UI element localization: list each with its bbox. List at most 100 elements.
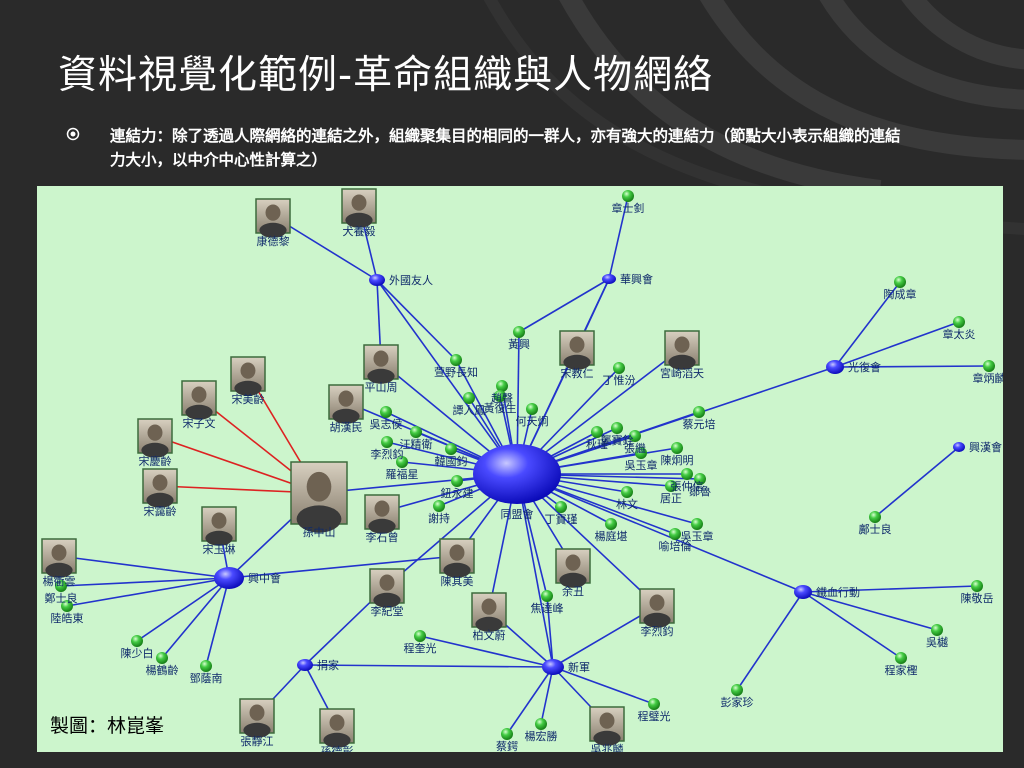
portrait-sun [290, 461, 348, 533]
person-label-tanrenfeng: 譚人鳳 [453, 403, 486, 417]
person-label-songziwen: 宋子文 [183, 416, 216, 430]
person-label-wuyue: 吳樾 [926, 635, 948, 649]
person-label-baiwenwei: 柏文蔚 [473, 628, 506, 642]
person-node-jiaodafeng [541, 590, 553, 602]
org-label-xinjun: 新軍 [568, 660, 590, 674]
person-label-yanghe: 楊鶴齡 [146, 663, 179, 677]
person-label-luhaodong: 陸皓東 [51, 612, 84, 625]
person-node-yupeilun [669, 528, 681, 540]
person-label-zhangbl: 章炳麟 [973, 371, 1004, 385]
person-label-zhangzhongxin: 張仲信 [671, 479, 704, 493]
person-node-dengyinnan [200, 660, 212, 672]
person-node-caiyuanpei [693, 406, 705, 418]
person-node-yanghongsheng [535, 718, 547, 730]
link-juanjia-xinjun [304, 664, 554, 668]
person-node-yangting [605, 518, 617, 530]
person-node-dingwei [613, 362, 625, 374]
link-tongmenghui-tiexue [516, 473, 804, 593]
link-xingzhonghui-yang [58, 555, 230, 579]
person-node-ziyou [591, 426, 603, 438]
portrait-baiwenwei [471, 592, 507, 632]
link-xingzhonghui-dengyinnan [205, 577, 230, 667]
person-label-chengkuiguang: 程奎光 [404, 641, 437, 655]
person-label-yangting: 楊庭堪 [595, 529, 628, 543]
link-guangfuhui-zhangbl [834, 365, 990, 368]
person-node-wuyuzhang [635, 447, 647, 459]
person-node-wangjingwei [410, 426, 422, 438]
person-label-chenjingyue: 陳敬岳 [961, 592, 994, 605]
org-node-waiguo [369, 274, 385, 286]
person-label-lilieju: 李烈鈞 [641, 624, 674, 638]
portrait-songqingling [137, 418, 173, 458]
link-tiexue-chenjingyue [802, 585, 978, 593]
person-label-huhanmin: 胡漢民 [330, 420, 363, 434]
credit-label: 製圖：林崑峯 [48, 711, 167, 738]
person-node-tanrenfeng [463, 392, 475, 404]
org-label-xingzhonghui: 興中會 [248, 571, 281, 585]
person-node-hechao [526, 403, 538, 415]
person-node-linwen [621, 486, 633, 498]
person-label-chengjiasheng: 程家檉 [885, 663, 918, 677]
person-node-zhangji [629, 430, 641, 442]
person-label-wuzhaolin: 吳兆麟 [591, 742, 624, 752]
portrait-songziwen [181, 380, 217, 420]
person-node-hanguo [445, 443, 457, 455]
portrait-yuchou [555, 548, 591, 588]
portrait-sunderui [319, 708, 355, 748]
org-label-huaxinghui: 華興會 [620, 272, 653, 286]
person-label-wushengzhi: 吳玉章 [681, 529, 714, 543]
person-label-jiaodafeng: 焦達峰 [531, 602, 564, 615]
person-label-yang: 楊衢雲 [43, 574, 76, 588]
person-label-caie: 蔡鍔 [496, 739, 518, 752]
person-node-chengkuiguang [414, 630, 426, 642]
person-label-songjr: 宋教仁 [561, 366, 594, 380]
person-label-lijishang: 李紀堂 [371, 604, 404, 618]
person-label-caiyuanpei: 蔡元培 [683, 417, 716, 431]
person-node-wuzhihui [380, 406, 392, 418]
person-node-pengjiazhen [731, 684, 743, 696]
person-label-zhangsj: 章士釗 [612, 201, 645, 215]
org-node-guangfuhui [826, 360, 844, 374]
portrait-songjr [559, 330, 595, 370]
portrait-songmeiling [230, 356, 266, 396]
person-label-dingwei: 丁惟汾 [603, 374, 636, 387]
person-node-taocz [894, 276, 906, 288]
person-node-zhengshiliang [55, 580, 67, 592]
portrait-lijishang [369, 568, 405, 608]
org-node-xingzhonghui [214, 567, 244, 589]
person-node-caie [501, 728, 513, 740]
person-label-chenqimei: 陳其美 [441, 575, 474, 588]
person-label-pingshan: 平山周 [365, 381, 398, 394]
org-node-xinjun [542, 659, 564, 675]
bullet-icon [66, 127, 80, 141]
person-node-luhaodong [61, 600, 73, 612]
link-huaxinghui-zhangsj [608, 195, 629, 280]
org-label-tongmenghui: 同盟會 [501, 507, 534, 521]
person-node-chenjiongming [671, 442, 683, 454]
person-label-yanghongsheng: 楊宏勝 [525, 729, 558, 743]
person-node-wushengzhi [691, 518, 703, 530]
person-node-kaifeng [611, 422, 623, 434]
org-label-juanjia: 捐家 [317, 658, 339, 672]
person-node-chengguangxu [648, 698, 660, 710]
person-node-yanghe [156, 652, 168, 664]
link-tiexue-wuyue [802, 591, 938, 631]
portrait-chenqimei [439, 538, 475, 578]
portrait-pingshan [363, 344, 399, 384]
person-node-chengjiasheng [895, 652, 907, 664]
network-diagram: 同盟會興中會華興會光復會興漢會鐵血行動新軍外國友人捐家孫中山康德黎犬養毅章士釗黃… [37, 186, 1003, 752]
person-node-xuan [450, 354, 462, 366]
person-label-zhangji: 張繼 [624, 441, 646, 455]
portrait-wuzhaolin [589, 706, 625, 746]
person-label-jushen: 居正 [660, 492, 682, 505]
person-label-zhangtaiyan: 章太炎 [943, 327, 976, 341]
person-label-huangfu: 黃復生 [484, 401, 517, 415]
person-label-ziyou: 秋瑾 [586, 437, 608, 451]
person-label-hanguo: 韓國鈞 [435, 454, 468, 468]
link-xinjun-jiaodafeng [546, 595, 554, 668]
portrait-huhanmin [328, 384, 364, 424]
person-label-yuchou: 余丑 [562, 584, 584, 598]
portrait-songyaoru [201, 506, 237, 546]
person-label-lianhanliang: 鄺士良 [859, 522, 892, 536]
person-label-chenshaobai: 陳少白 [121, 646, 154, 660]
